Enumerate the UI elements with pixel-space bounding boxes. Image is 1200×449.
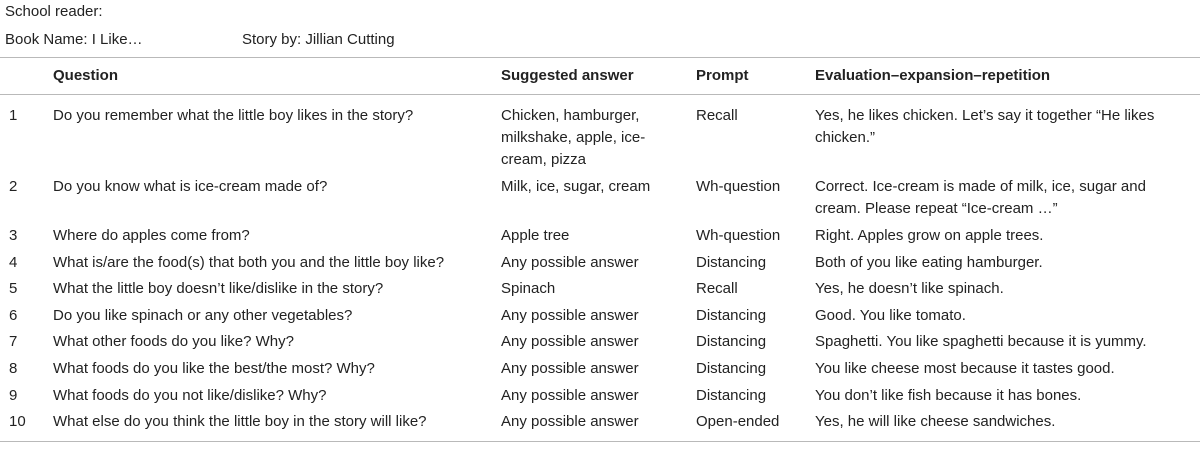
row-question: What else do you think the little boy in…: [53, 413, 427, 430]
row-prompt: Recall: [696, 280, 738, 297]
table-top-rule: [0, 57, 1200, 58]
row-question: Where do apples come from?: [53, 227, 250, 244]
row-suggested-answer: Any possible answer: [501, 387, 639, 404]
book-name: Book Name: I Like…: [5, 31, 143, 48]
school-reader-label: School reader:: [5, 3, 103, 20]
row-number: 3: [9, 227, 18, 244]
row-evaluation: Yes, he doesn’t like spinach.: [815, 280, 1004, 297]
row-question: Do you know what is ice-cream made of?: [53, 178, 328, 195]
column-header-evaluation: Evaluation–expansion–repetition: [815, 67, 1051, 84]
row-number: 10: [9, 413, 26, 430]
row-evaluation: Yes, he likes chicken. Let’s say it toge…: [815, 107, 1155, 146]
row-evaluation: You don’t like fish because it has bones…: [815, 387, 1082, 404]
row-suggested-answer: Any possible answer: [501, 333, 639, 350]
row-prompt: Open-ended: [696, 413, 780, 430]
row-suggested-answer: Spinach: [501, 280, 556, 297]
row-evaluation: Both of you like eating hamburger.: [815, 254, 1043, 271]
column-header-prompt: Prompt: [696, 67, 749, 84]
row-evaluation: Good. You like tomato.: [815, 307, 966, 324]
column-header-suggested-answer: Suggested answer: [501, 67, 634, 84]
row-evaluation: Spaghetti. You like spaghetti because it…: [815, 333, 1147, 350]
row-evaluation: Right. Apples grow on apple trees.: [815, 227, 1044, 244]
row-prompt: Wh-question: [696, 178, 781, 195]
row-question: Do you like spinach or any other vegetab…: [53, 307, 353, 324]
row-suggested-answer: Any possible answer: [501, 360, 639, 377]
row-prompt: Distancing: [696, 387, 767, 404]
row-suggested-answer: Any possible answer: [501, 413, 639, 430]
book-info-line: Book Name: I Like… Story by: Jillian Cut…: [5, 31, 395, 49]
row-question: What foods do you like the best/the most…: [53, 360, 375, 377]
row-prompt: Distancing: [696, 333, 767, 350]
row-suggested-answer: Any possible answer: [501, 254, 639, 271]
row-evaluation: Yes, he will like cheese sandwiches.: [815, 413, 1056, 430]
row-number: 1: [9, 107, 18, 124]
row-question: What foods do you not like/dislike? Why?: [53, 387, 327, 404]
row-question: What the little boy doesn’t like/dislike…: [53, 280, 384, 297]
row-number: 8: [9, 360, 18, 377]
row-evaluation: Correct. Ice-cream is made of milk, ice,…: [815, 178, 1146, 217]
row-prompt: Distancing: [696, 307, 767, 324]
row-question: Do you remember what the little boy like…: [53, 107, 414, 124]
row-number: 4: [9, 254, 18, 271]
row-suggested-answer: Any possible answer: [501, 307, 639, 324]
row-prompt: Wh-question: [696, 227, 781, 244]
row-question: What is/are the food(s) that both you an…: [53, 254, 445, 271]
row-number: 5: [9, 280, 18, 297]
row-prompt: Recall: [696, 107, 738, 124]
row-suggested-answer: Apple tree: [501, 227, 570, 244]
row-prompt: Distancing: [696, 360, 767, 377]
row-number: 7: [9, 333, 18, 350]
row-suggested-answer: Chicken, hamburger, milkshake, apple, ic…: [501, 107, 646, 168]
row-question: What other foods do you like? Why?: [53, 333, 294, 350]
row-suggested-answer: Milk, ice, sugar, cream: [501, 178, 651, 195]
row-number: 9: [9, 387, 18, 404]
row-number: 6: [9, 307, 18, 324]
column-header-question: Question: [53, 67, 119, 84]
row-prompt: Distancing: [696, 254, 767, 271]
story-author: Story by: Jillian Cutting: [242, 31, 395, 48]
row-evaluation: You like cheese most because it tastes g…: [815, 360, 1115, 377]
table-bottom-rule: [0, 441, 1200, 442]
table-header-rule: [0, 94, 1200, 95]
row-number: 2: [9, 178, 18, 195]
